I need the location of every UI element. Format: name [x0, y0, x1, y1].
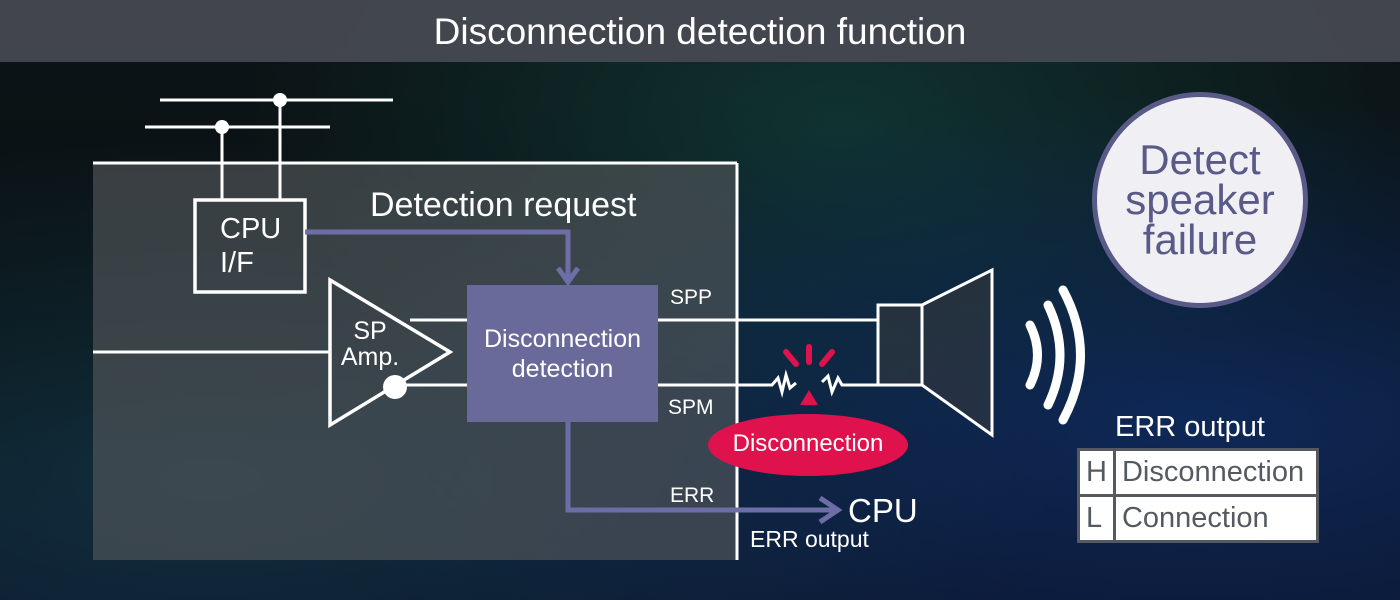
sound-waves-icon — [1025, 285, 1085, 425]
table-row: H Disconnection — [1080, 451, 1316, 494]
level-cell: L — [1080, 497, 1113, 540]
callout-line1: Detect — [1139, 136, 1261, 183]
spm-label: SPM — [668, 396, 714, 419]
speaker-cone — [920, 267, 994, 438]
table-row: L Connection — [1080, 497, 1316, 540]
cpu-if-label: CPU I/F — [220, 212, 281, 280]
meaning-cell: Disconnection — [1115, 451, 1316, 494]
detection-request-label: Detection request — [370, 186, 637, 224]
bus-node — [215, 120, 229, 134]
disconnection-callout-text: Disconnection — [732, 430, 884, 457]
detection-request-arrow — [305, 229, 571, 280]
err-label: ERR — [670, 484, 715, 507]
sp-amp-label: SP Amp. — [335, 318, 405, 370]
cpu-target-label: CPU — [848, 492, 918, 529]
spm-line-left — [658, 369, 797, 398]
disconnection-callout-bubble — [708, 414, 908, 476]
level-cell: H — [1080, 451, 1113, 494]
cpu-if-line2: I/F — [220, 247, 254, 279]
sp-amp-line2: Amp. — [340, 343, 400, 371]
cpu-if-line1: CPU — [220, 213, 282, 245]
spark-icon — [783, 344, 835, 367]
detection-line1: Disconnection — [483, 324, 642, 353]
bus-node — [273, 93, 287, 107]
callout-line2: speaker — [1125, 176, 1275, 223]
speaker-magnet — [876, 303, 924, 387]
err-arrow — [565, 422, 835, 513]
err-output-label: ERR output — [750, 526, 869, 552]
err-output-table: H Disconnection L Connection — [1077, 448, 1319, 543]
detection-line2: detection — [511, 354, 614, 383]
spm-line-right — [820, 373, 878, 397]
title-bar: Disconnection detection function — [0, 0, 1400, 62]
err-table-title: ERR output — [1115, 411, 1265, 443]
callout-line3: failure — [1142, 216, 1258, 263]
page-title: Disconnection detection function — [433, 11, 967, 52]
amp-inverting-dot — [383, 375, 407, 399]
meaning-cell: Connection — [1115, 497, 1316, 540]
spp-label: SPP — [670, 286, 713, 309]
cpu-if-box — [193, 198, 307, 294]
sp-amp-line1: SP — [353, 317, 387, 345]
